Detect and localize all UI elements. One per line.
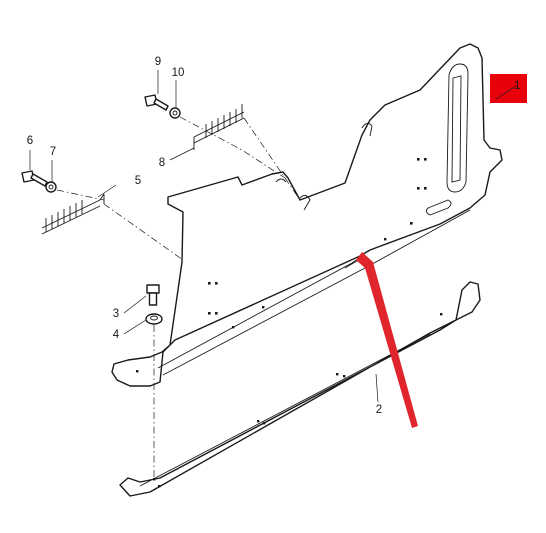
highlight-callout[interactable]: 1 [490,74,527,103]
label-8: 8 [159,157,165,169]
label-2: 2 [376,404,382,416]
label-3: 3 [113,308,119,320]
label-9: 9 [155,56,161,68]
red-arrow-icon [356,252,418,428]
side-plate[interactable] [111,43,503,387]
bolt-9[interactable] [144,94,169,111]
label-4: 4 [113,329,120,341]
red-callout-box-icon [490,74,527,103]
label-10: 10 [172,67,185,79]
wire-harness-8[interactable] [193,104,245,150]
bolt-3[interactable] [146,284,160,306]
washer-7[interactable] [45,181,57,193]
wire-harness-5[interactable] [41,193,105,235]
label-1: 1 [514,80,520,92]
label-7: 7 [50,146,56,158]
leader-lines [29,70,379,403]
washer-10[interactable] [169,107,181,119]
label-6: 6 [27,135,33,147]
alignment-lines [56,116,301,478]
bolt-6[interactable] [21,170,48,187]
runner-skid[interactable] [119,281,481,497]
label-5: 5 [135,175,141,187]
part-number-labels: 2 3 4 5 6 7 8 9 10 [27,56,382,416]
washer-4[interactable] [145,313,163,325]
